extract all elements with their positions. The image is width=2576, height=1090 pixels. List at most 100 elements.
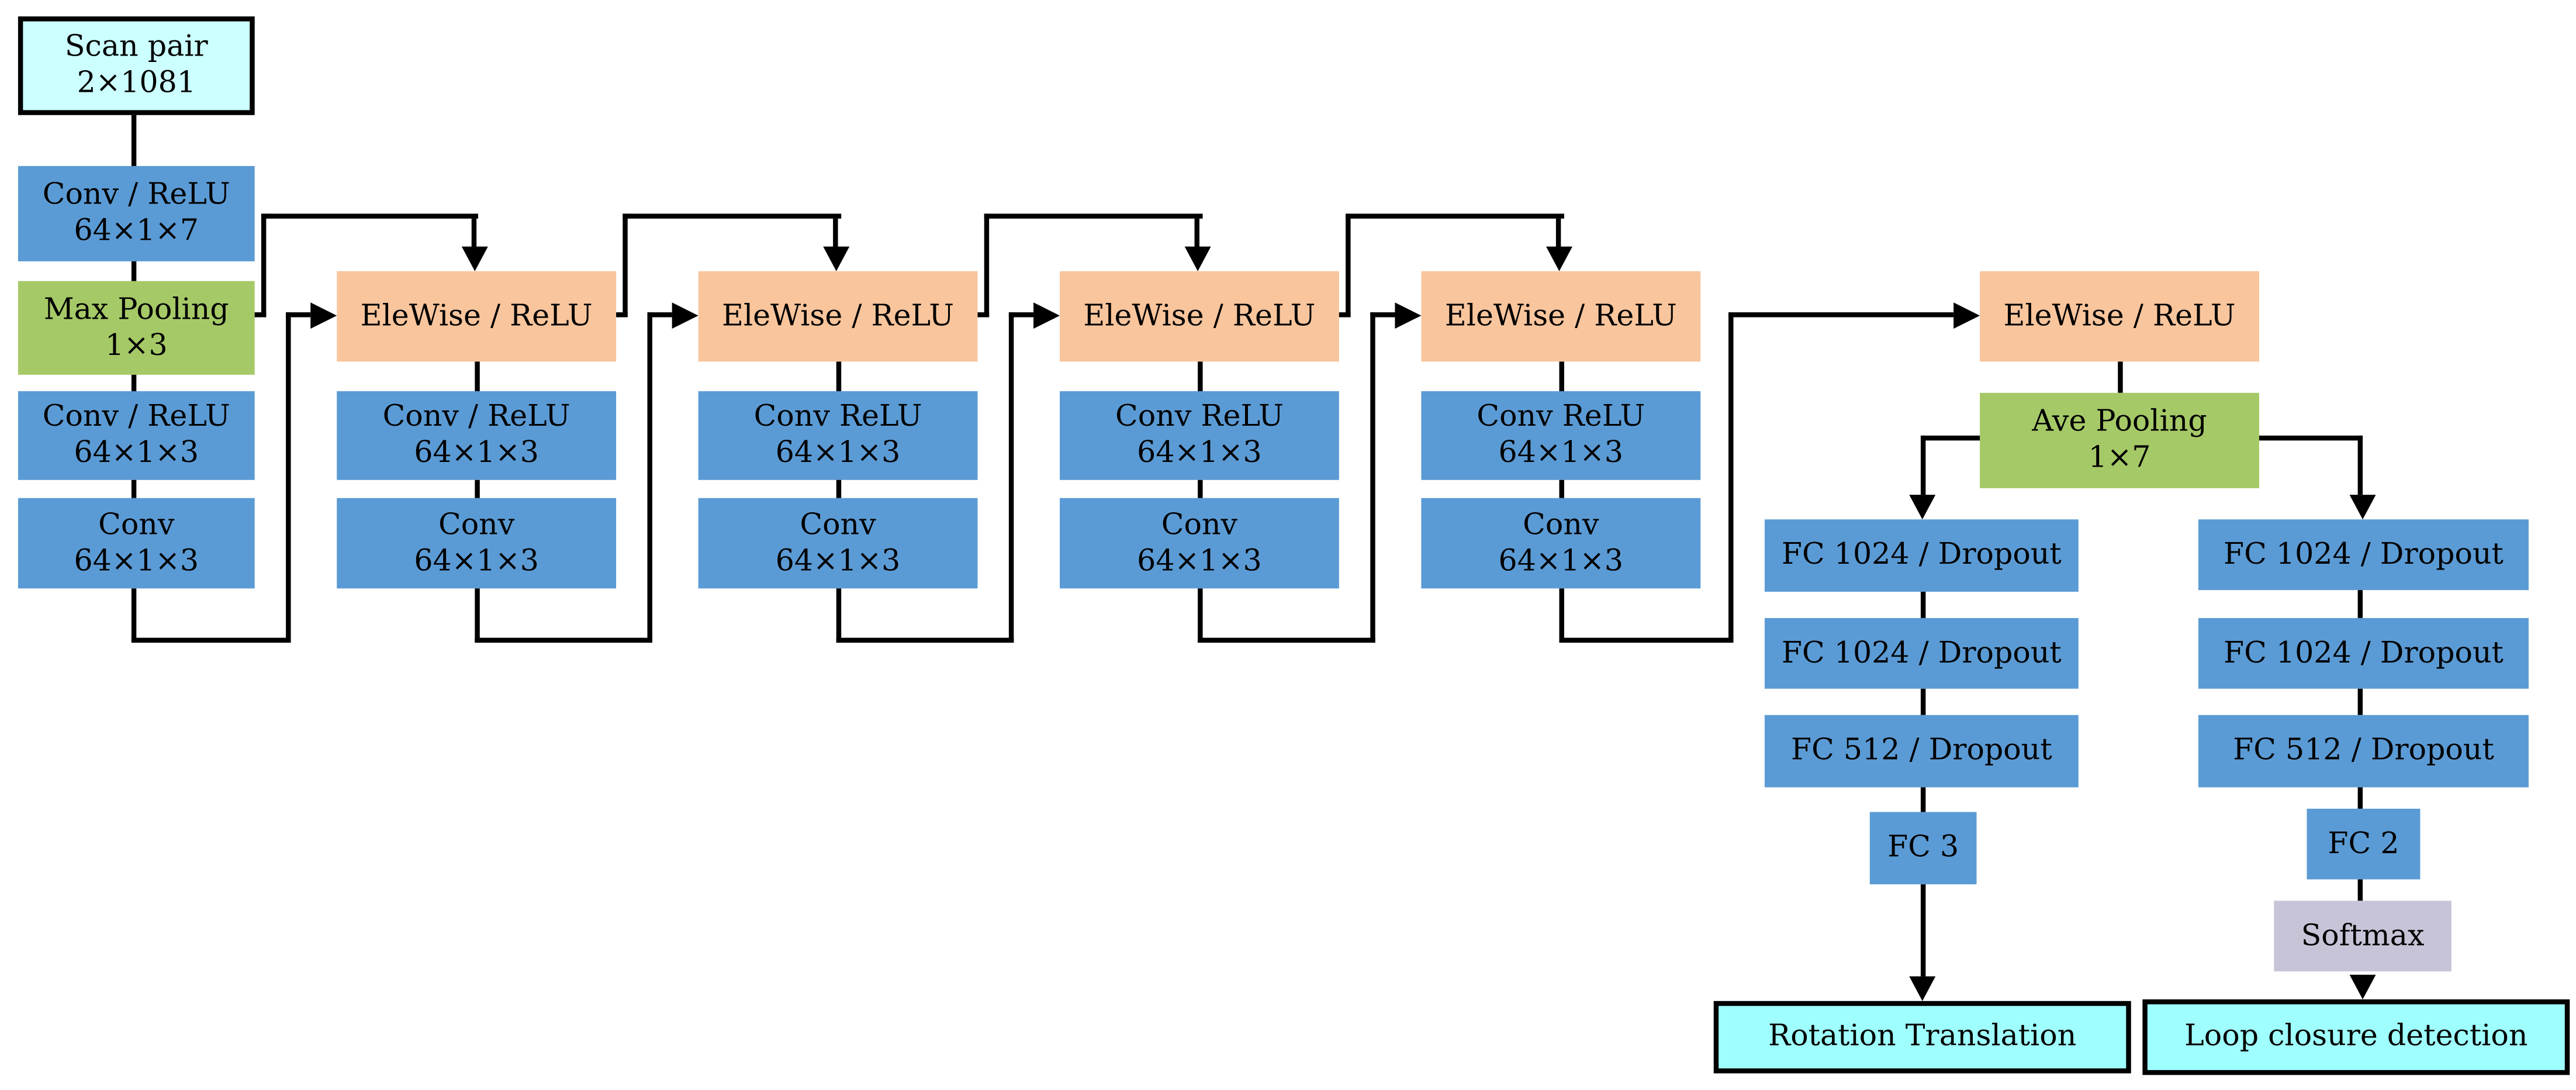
fc-label: FC 1024 / Dropout <box>1781 537 2062 572</box>
connector-line <box>1920 787 1925 812</box>
input-conv-relu-3-label: Conv / ReLU <box>42 399 230 434</box>
connector-line <box>1197 361 1202 391</box>
connector-line <box>2259 435 2363 441</box>
connector-line <box>1920 435 1925 495</box>
skip-connection-line <box>833 218 838 249</box>
ave-pooling-size: 1×7 <box>2088 440 2151 475</box>
arrowhead-right-icon <box>672 302 699 329</box>
classification-fc-512-box: FC 512 / Dropout <box>2198 715 2529 788</box>
connector-line <box>1370 312 1395 318</box>
scan-pair-box: Scan pair 2×1081 <box>18 16 255 115</box>
connector-line <box>131 637 291 643</box>
loop-closure-output-box: Loop closure detection <box>2142 999 2570 1075</box>
conv-relu-label: Conv ReLU <box>753 399 922 434</box>
skip-connection-line <box>260 213 478 219</box>
residual-block-4-elewise-box: EleWise / ReLU <box>1421 271 1701 362</box>
skip-connection-line <box>984 213 1202 219</box>
fc-label: FC 1024 / Dropout <box>2224 536 2504 571</box>
connector-line <box>2357 590 2363 618</box>
skip-connection-line <box>623 213 628 318</box>
connector-line <box>1197 480 1202 498</box>
elewise-label: EleWise / ReLU <box>1444 298 1677 333</box>
max-pooling-label: Max Pooling <box>43 292 229 327</box>
connector-line <box>131 115 137 166</box>
fc-label: FC 2 <box>2328 826 2399 861</box>
connector-line <box>835 361 841 391</box>
connector-line <box>1008 312 1014 643</box>
arrowhead-down-icon <box>1184 246 1211 271</box>
connector-line <box>1197 588 1202 643</box>
skip-connection-line <box>977 312 990 318</box>
ave-pooling-box: Ave Pooling 1×7 <box>1980 392 2259 488</box>
output-label: Rotation Translation <box>1768 1019 2077 1054</box>
arrowhead-right-icon <box>1953 302 1980 329</box>
arrowhead-right-icon <box>1395 302 1422 329</box>
softmax-label: Softmax <box>2301 917 2425 953</box>
connector-line <box>131 480 137 498</box>
input-conv-relu-3-box: Conv / ReLU 64×1×3 <box>18 391 255 480</box>
connector-line <box>1008 312 1034 318</box>
scan-pair-label: Scan pair <box>64 29 208 64</box>
conv-relu-7-box: Conv / ReLU 64×1×7 <box>18 165 255 261</box>
classification-fc-1024-box-2: FC 1024 / Dropout <box>2198 618 2529 689</box>
connector-line <box>473 361 479 391</box>
max-pooling-size: 1×3 <box>105 327 168 363</box>
connector-line <box>1558 480 1564 498</box>
arrowhead-down-icon <box>1908 976 1935 1001</box>
connector-line <box>1197 637 1375 643</box>
connector-line <box>1920 884 1925 977</box>
elewise-label: EleWise / ReLU <box>722 298 955 333</box>
fc-label: FC 3 <box>1887 830 1959 865</box>
conv-label: Conv <box>800 507 876 542</box>
connector-line <box>286 312 291 643</box>
arrowhead-down-icon <box>1908 495 1935 520</box>
classification-fc-2-box: FC 2 <box>2307 808 2421 879</box>
connector-line <box>473 637 652 643</box>
arrowhead-down-icon <box>2349 974 2376 1000</box>
input-conv-relu-3-size: 64×1×3 <box>74 435 199 470</box>
residual-block-1-conv-relu-box: Conv / ReLU 64×1×3 <box>337 391 617 480</box>
arrowhead-down-icon <box>461 246 487 271</box>
connector-line <box>835 588 841 643</box>
skip-connection-line <box>260 213 265 318</box>
elewise-label: EleWise / ReLU <box>1083 298 1316 333</box>
connector-line <box>131 374 137 391</box>
rotation-translation-output-box: Rotation Translation <box>1713 1001 2131 1074</box>
connector-line <box>1728 312 1734 643</box>
arrowhead-right-icon <box>1033 302 1060 329</box>
conv-size: 64×1×3 <box>1498 543 1624 578</box>
connector-line <box>473 588 479 643</box>
skip-connection-line <box>623 213 841 219</box>
conv-relu-7-size: 64×1×7 <box>74 213 199 249</box>
connector-line <box>131 588 137 643</box>
conv-size: 64×1×3 <box>775 543 901 578</box>
ave-pooling-label: Ave Pooling <box>2032 404 2207 439</box>
connector-line <box>2357 879 2363 901</box>
arrowhead-down-icon <box>2349 495 2376 520</box>
connector-line <box>647 312 672 318</box>
skip-connection-line <box>1555 218 1561 249</box>
connector-line <box>1920 591 1925 618</box>
conv-label: Conv <box>1161 507 1238 542</box>
connector-line <box>1728 312 1954 318</box>
regression-fc-1024-box-2: FC 1024 / Dropout <box>1764 618 2079 689</box>
arrowhead-down-icon <box>822 246 849 271</box>
conv-relu-size: 64×1×3 <box>1137 435 1262 470</box>
connector-line <box>1558 637 1734 643</box>
conv-relu-7-label: Conv / ReLU <box>42 177 230 212</box>
conv-size: 64×1×3 <box>414 543 539 578</box>
arrowhead-down-icon <box>1545 246 1572 271</box>
input-conv-3-size: 64×1×3 <box>74 543 199 578</box>
regression-fc-1024-box-1: FC 1024 / Dropout <box>1764 519 2079 592</box>
skip-connection-line <box>254 312 267 318</box>
residual-block-1-elewise-box: EleWise / ReLU <box>337 271 617 362</box>
skip-connection-line <box>1339 312 1351 318</box>
connector-line <box>1558 588 1564 643</box>
residual-block-1-conv-box: Conv 64×1×3 <box>337 498 617 589</box>
connector-line <box>1920 435 1980 441</box>
connector-line <box>1370 312 1375 643</box>
residual-block-4-conv-box: Conv 64×1×3 <box>1421 498 1701 589</box>
scan-pair-size: 2×1081 <box>77 65 196 101</box>
conv-label: Conv <box>1523 507 1599 542</box>
